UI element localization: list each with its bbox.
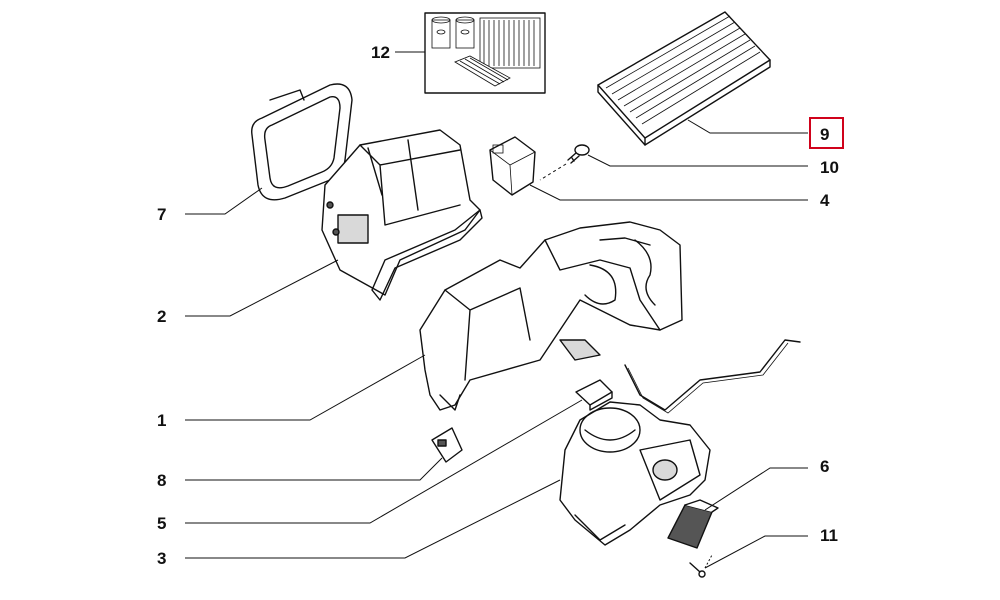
callout-1: 1 — [157, 411, 166, 430]
callout-9-highlight-box — [809, 117, 844, 149]
leader-1 — [185, 354, 426, 421]
leader-9 — [687, 119, 808, 134]
callout-labels: 12 9 10 4 7 2 1 8 5 3 6 11 — [157, 43, 844, 568]
part-3-blower-motor — [559, 401, 711, 546]
part-7-gasket-frame — [251, 83, 353, 201]
callout-7: 7 — [157, 205, 166, 224]
part-4-actuator — [489, 136, 536, 196]
part-1-main-duct — [419, 221, 683, 411]
part-2-heater-housing — [321, 129, 483, 301]
callout-3: 3 — [157, 549, 166, 568]
callout-5: 5 — [157, 514, 166, 533]
callout-4: 4 — [820, 191, 830, 210]
leader-11 — [704, 535, 808, 569]
leader-10 — [587, 154, 808, 167]
part-12-filter-kit — [424, 12, 546, 94]
leader-4 — [529, 184, 808, 201]
leader-lines — [185, 51, 808, 569]
callout-8: 8 — [157, 471, 166, 490]
callout-2: 2 — [157, 307, 166, 326]
leader-5 — [185, 399, 583, 524]
leader-8 — [185, 457, 443, 481]
part-6-module — [667, 499, 719, 549]
leader-7 — [185, 187, 263, 215]
callout-12: 12 — [371, 43, 390, 62]
callout-11: 11 — [820, 526, 838, 545]
leader-10-dash — [539, 163, 567, 181]
part-11-screw — [689, 562, 706, 578]
leader-6 — [704, 467, 808, 511]
wire-harness — [624, 339, 801, 414]
leader-11-dash — [704, 554, 713, 569]
part-10-screw — [567, 144, 590, 164]
part-8-clip — [431, 427, 463, 463]
leader-3 — [185, 479, 561, 559]
callout-9: 9 — [820, 125, 829, 144]
callout-10: 10 — [820, 158, 839, 177]
part-5-resistor — [575, 379, 613, 411]
callout-6: 6 — [820, 457, 829, 476]
part-9-cabin-filter — [597, 11, 771, 146]
leader-2 — [185, 259, 339, 317]
